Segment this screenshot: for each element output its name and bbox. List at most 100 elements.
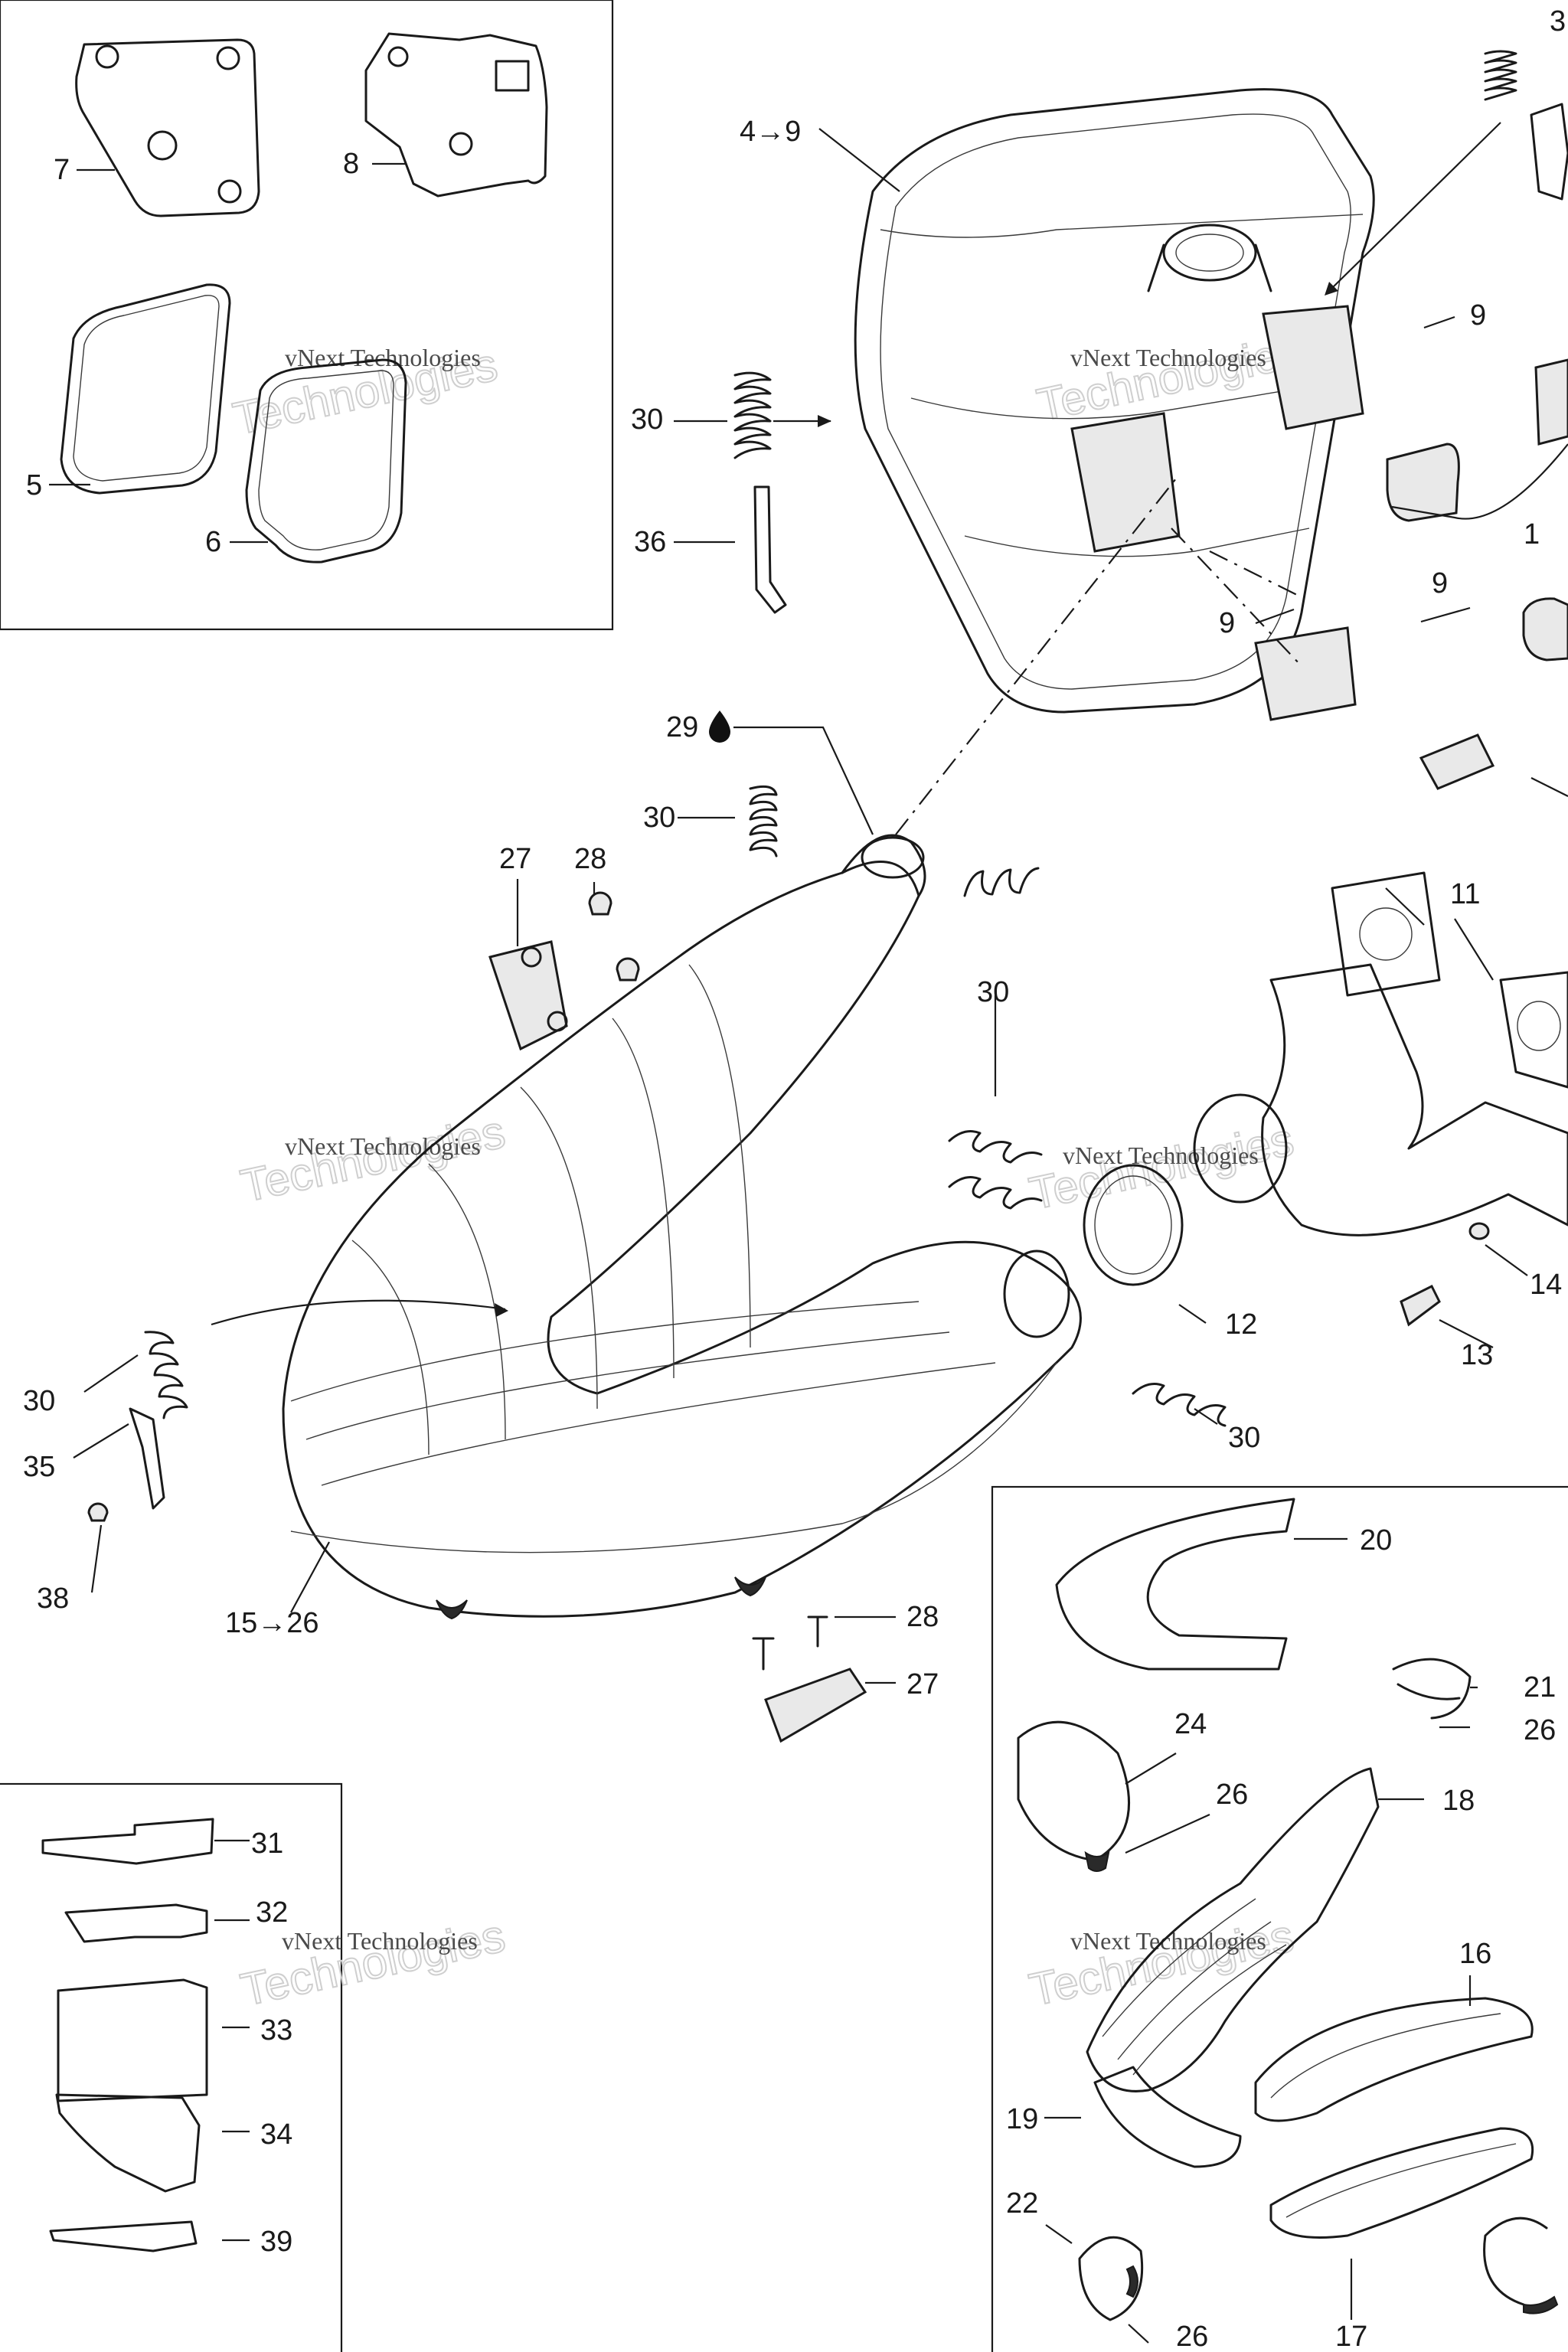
callout-26b: 26 (1216, 1779, 1248, 1811)
bolt-13 (1400, 1284, 1441, 1327)
watermark-3: Technologies vNext Technologies (236, 1105, 511, 1212)
gasket-plate-7 (75, 38, 260, 217)
grommet-1b (1534, 358, 1568, 446)
callout-6: 6 (205, 526, 221, 558)
callout-15-26: 15→26 (225, 1607, 319, 1639)
clamp-ring-12 (1083, 1164, 1184, 1286)
callout-30a: 30 (631, 403, 663, 436)
callout-14: 14 (1530, 1269, 1562, 1301)
callout-33: 33 (260, 2014, 292, 2047)
spring-3 (1484, 50, 1517, 101)
inset-box-top-left (0, 0, 614, 631)
heat-shield-5 (60, 283, 231, 495)
inset-box-bottom-right (991, 1485, 1568, 2352)
callout-34: 34 (260, 2118, 292, 2151)
clip-right (1523, 2295, 1559, 2314)
band-clamp-22 (1078, 2236, 1144, 2321)
callout-24: 24 (1174, 1708, 1207, 1740)
heat-sleeve-18 (1086, 1767, 1380, 2092)
band-clamp-right (1483, 2216, 1548, 2306)
bolt-28-upper-b (616, 957, 640, 982)
spring-30g (144, 1331, 188, 1419)
bracket-35 (129, 1407, 165, 1510)
svg-text:vNext Technologies: vNext Technologies (282, 1927, 478, 1955)
callout-17: 17 (1335, 2321, 1367, 2352)
insulator-31 (41, 1818, 214, 1865)
callout-26c: 26 (1176, 2321, 1208, 2352)
callout-5: 5 (26, 469, 42, 501)
callout-38: 38 (37, 1583, 69, 1615)
pipe-inlet (1003, 1250, 1070, 1338)
band-clamp-24 (1017, 1720, 1131, 1862)
callout-30d: 30 (1228, 1422, 1260, 1454)
bracket-27-upper (488, 940, 568, 1051)
bolts-28-lower (752, 1615, 828, 1671)
callout-11: 11 (1450, 878, 1480, 910)
callout-26a: 26 (1524, 1714, 1556, 1746)
rubber-mount (1522, 597, 1568, 662)
callout-20: 20 (1360, 1524, 1392, 1557)
clip-26c (1125, 2265, 1138, 2298)
callout-32: 32 (256, 1896, 288, 1929)
callout-22: 22 (1006, 2187, 1038, 2220)
bracket-27-lower (764, 1668, 867, 1743)
callout-29: 29 (666, 711, 698, 743)
callout-27a: 27 (499, 843, 531, 875)
watermark-2: Technologies vNext Technologies (1032, 324, 1307, 431)
insulator-32 (64, 1903, 208, 1943)
heat-shield-6 (245, 358, 407, 564)
callout-35: 35 (23, 1451, 55, 1483)
spring-30b (749, 785, 778, 858)
grommet-1a (1386, 443, 1460, 522)
svg-text:vNext Technologies: vNext Technologies (1070, 344, 1266, 371)
inset-box-bottom-left (0, 1782, 343, 2352)
exhaust-manifold (1261, 963, 1568, 1236)
svg-text:vNext Technologies: vNext Technologies (1063, 1142, 1259, 1169)
callout-30c: 30 (977, 976, 1009, 1008)
callout-21: 21 (1524, 1671, 1556, 1704)
callout-31: 31 (251, 1828, 283, 1860)
bolt-28-upper (588, 891, 612, 916)
svg-text:vNext Technologies: vNext Technologies (1070, 1927, 1266, 1955)
gasket-plate-8 (364, 32, 548, 198)
callout-9b: 9 (1219, 607, 1235, 639)
watermark-1: Technologies vNext Technologies (228, 338, 503, 445)
callout-27b: 27 (906, 1668, 939, 1700)
heat-sleeve-20 (1055, 1498, 1295, 1671)
watermark-4: Technologies vNext Technologies (1024, 1112, 1299, 1220)
spring-30f (1132, 1383, 1227, 1427)
insulator-34 (55, 2093, 201, 2193)
band-clamp-21 (1392, 1658, 1472, 1720)
callout-4-9: 4→9 (740, 116, 801, 148)
callout-1: 1 (1524, 518, 1540, 550)
callout-7: 7 (54, 154, 70, 186)
callout-30b: 30 (643, 802, 675, 834)
callout-18: 18 (1442, 1785, 1475, 1817)
spring-30c (963, 867, 1040, 897)
callout-39: 39 (260, 2226, 292, 2258)
clip-26b (1084, 1851, 1110, 1872)
bracket-right (1530, 103, 1568, 201)
bolt-38 (87, 1502, 109, 1522)
callout-30e: 30 (23, 1385, 55, 1417)
spring-30d (948, 1130, 1043, 1164)
callout-19: 19 (1006, 2103, 1038, 2135)
washer-14 (1468, 1222, 1490, 1240)
callout-36: 36 (634, 526, 666, 558)
spring-30a (733, 371, 772, 459)
liquid-drop-icon (709, 710, 730, 743)
muffler (854, 88, 1375, 714)
heat-sleeve-17 (1269, 2127, 1534, 2239)
callout-28b: 28 (906, 1601, 939, 1633)
spring-30e (948, 1176, 1043, 1210)
svg-text:Technologies: Technologies (1033, 325, 1306, 430)
callout-13: 13 (1461, 1339, 1493, 1371)
callout-28a: 28 (574, 843, 606, 875)
insulator-39 (49, 2220, 198, 2252)
callout-9c: 9 (1432, 567, 1448, 599)
clip-26a (1396, 1683, 1461, 1700)
callout-9a: 9 (1470, 299, 1486, 332)
callout-8: 8 (343, 148, 359, 180)
svg-text:vNext Technologies: vNext Technologies (285, 1132, 481, 1160)
